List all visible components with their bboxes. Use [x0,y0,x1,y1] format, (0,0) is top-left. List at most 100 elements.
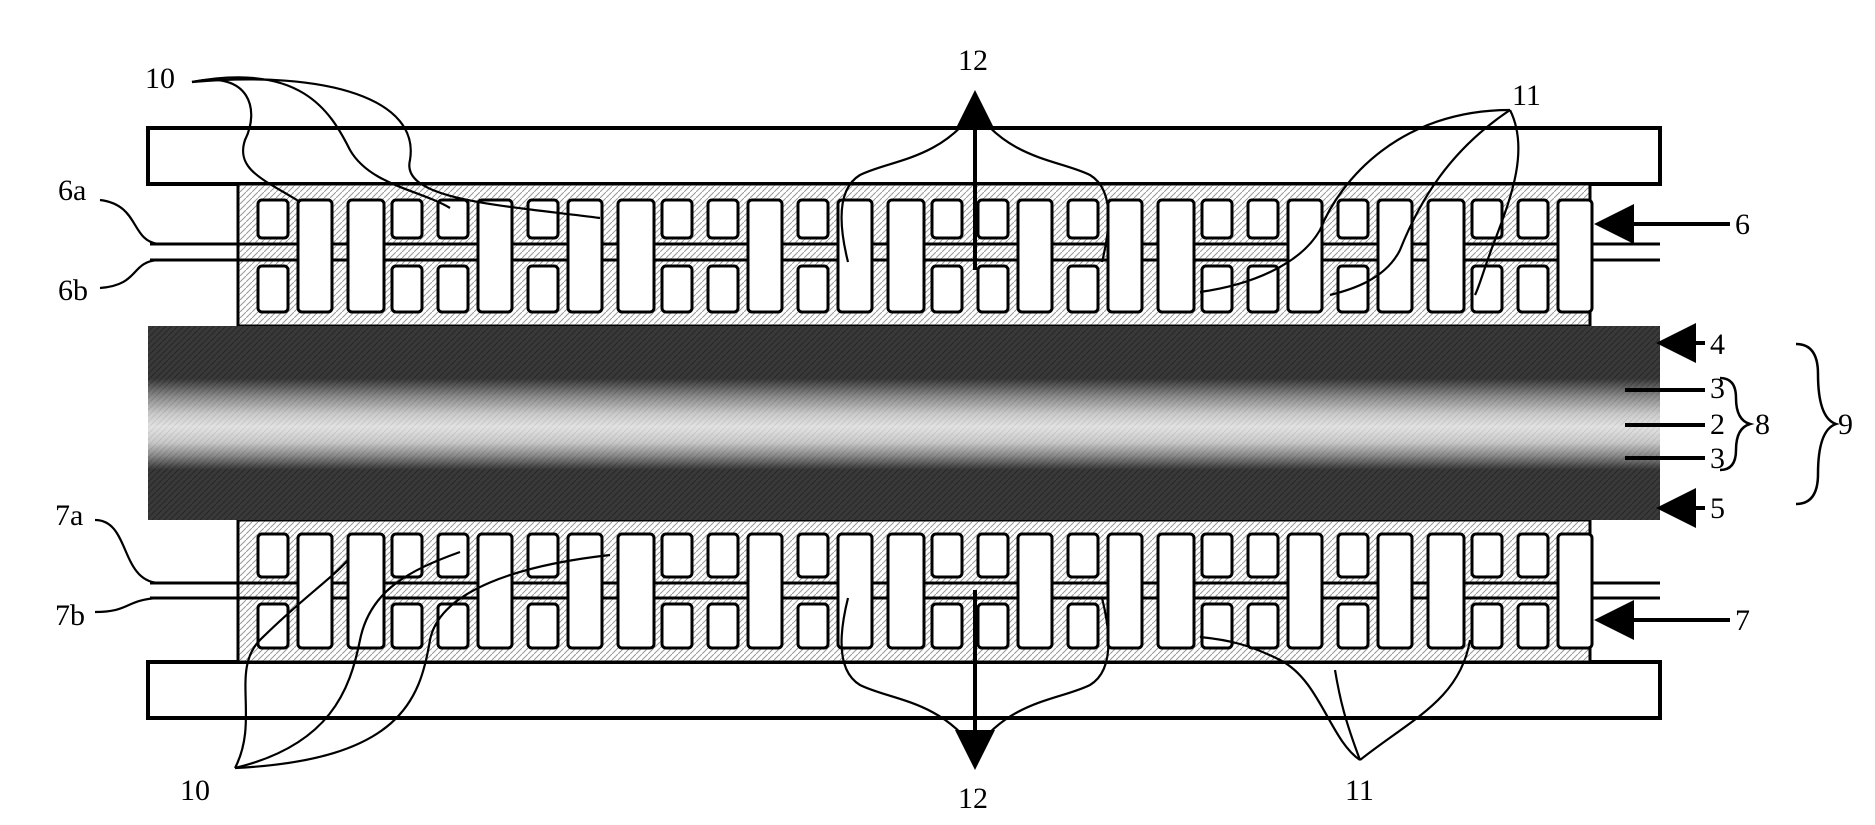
label-10-bottom: 10 [180,774,210,807]
top-channel [1378,200,1412,312]
label-10-top: 10 [145,62,175,95]
top-channel [748,200,782,312]
bottom-rib-cell [1472,534,1502,577]
top-rib-cell [528,266,558,312]
label-6b: 6b [58,274,88,307]
top-channel [298,200,332,312]
membrane-electrode-assembly-hatch [148,326,1660,520]
top-rib-cell [392,266,422,312]
top-rib-cell [1202,200,1232,238]
bottom-end-plate [148,662,1660,718]
bottom-rib-cell [1472,604,1502,648]
bottom-rib-cell [978,534,1008,577]
bottom-rib-cell [528,604,558,648]
top-rib-cell [978,266,1008,312]
label-11-bottom: 11 [1345,774,1374,807]
label-5: 5 [1710,492,1725,525]
label-6: 6 [1735,208,1750,241]
bottom-channel [748,534,782,648]
bottom-rib-cell [438,604,468,648]
top-rib-cell [1068,266,1098,312]
top-channel [1558,200,1592,312]
top-rib-cell [1518,200,1548,238]
label-7b: 7b [55,599,85,632]
label-12-top: 12 [958,44,988,77]
top-channel [1428,200,1464,312]
bottom-rib-cell [708,604,738,648]
bottom-rib-cell [932,604,962,648]
top-channel [348,200,384,312]
top-rib-cell [528,200,558,238]
top-channel [1158,200,1194,312]
top-rib-cell [1068,200,1098,238]
top-rib-cell [438,266,468,312]
top-channel [1288,200,1322,312]
bottom-rib-cell [1202,534,1232,577]
bottom-rib-cell [1068,604,1098,648]
bottom-rib-cell [662,534,692,577]
leader-6a [100,200,158,244]
bottom-channel [1378,534,1412,648]
top-rib-cell [438,200,468,238]
bottom-channel [478,534,512,648]
leader-6b [100,260,158,288]
top-rib-cell [1248,200,1278,238]
top-channel [1108,200,1142,312]
label-3b: 3 [1710,442,1725,475]
top-channel [838,200,872,312]
top-channel [1018,200,1052,312]
bottom-rib-cell [978,604,1008,648]
bottom-rib-cell [1518,534,1548,577]
top-channel [618,200,654,312]
top-channel [888,200,924,312]
label-2: 2 [1710,408,1725,441]
top-rib-cell [932,266,962,312]
bottom-rib-cell [1248,604,1278,648]
leader-7b [95,598,158,612]
bottom-rib-cell [798,604,828,648]
label-7a: 7a [55,499,83,532]
bottom-rib-cell [392,604,422,648]
top-rib-cell [392,200,422,238]
bottom-rib-cell [258,534,288,577]
top-channel [478,200,512,312]
bottom-channel [1018,534,1052,648]
bottom-rib-cell [1338,604,1368,648]
bottom-rib-cell [798,534,828,577]
top-rib-cell [1338,200,1368,238]
top-rib-cell [662,200,692,238]
bottom-channel [1108,534,1142,648]
label-8: 8 [1755,408,1770,441]
label-6a: 6a [58,174,86,207]
top-rib-cell [662,266,692,312]
top-rib-cell [798,200,828,238]
bottom-channel [618,534,654,648]
top-rib-cell [798,266,828,312]
bottom-rib-cell [1338,534,1368,577]
top-rib-cell [932,200,962,238]
bottom-rib-cell [528,534,558,577]
bottom-channel [1428,534,1464,648]
bottom-channel [568,534,602,648]
top-rib-cell [708,200,738,238]
label-4: 4 [1710,328,1725,361]
label-11-top: 11 [1512,79,1541,112]
bracket-9 [1796,344,1836,504]
bottom-channel [1158,534,1194,648]
label-12-bottom: 12 [958,782,988,815]
label-9: 9 [1838,408,1853,441]
bottom-rib-cell [662,604,692,648]
top-rib-cell [978,200,1008,238]
label-3a: 3 [1710,372,1725,405]
label-7: 7 [1735,604,1750,637]
bottom-channel [888,534,924,648]
bottom-rib-cell [708,534,738,577]
top-rib-cell [1518,266,1548,312]
bottom-rib-cell [932,534,962,577]
top-rib-cell [258,200,288,238]
top-rib-cell [708,266,738,312]
bottom-channel [1288,534,1322,648]
bottom-channel [348,534,384,648]
bottom-channel [1558,534,1592,648]
